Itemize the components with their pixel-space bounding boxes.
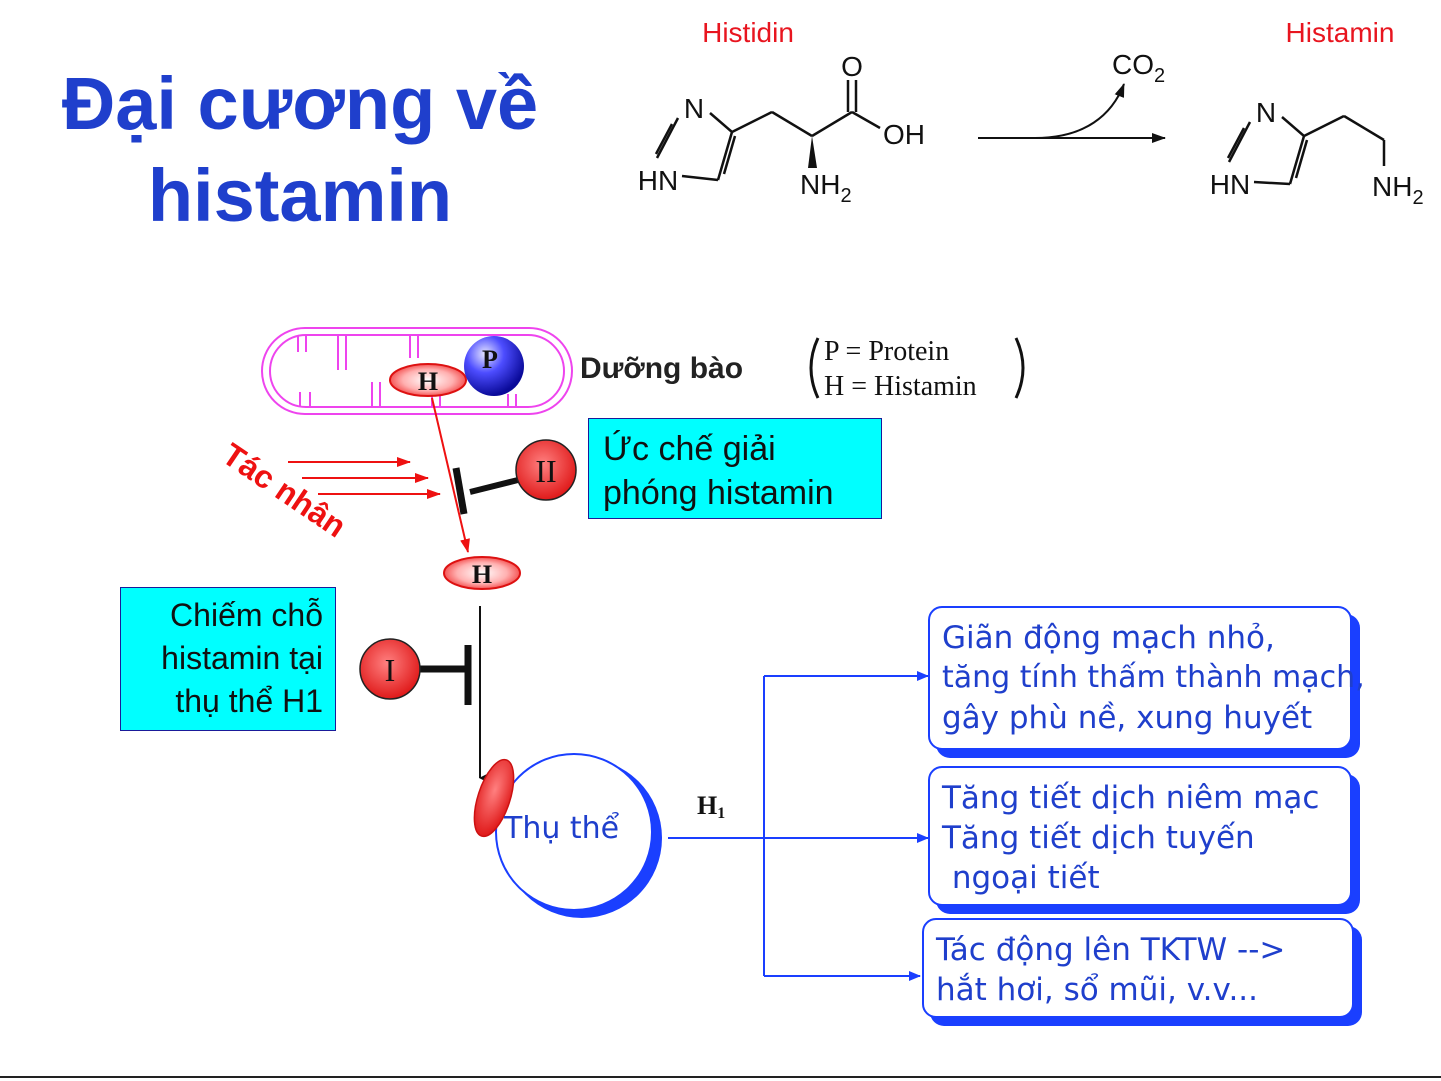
effect-1-line-2: tăng tính thấm thành mạch, [942,660,1365,695]
receptor-label: Thụ thể [503,810,620,846]
histidine-atom-hn: HN [638,165,678,196]
inhibitor-ii-marker: II [535,453,556,489]
histidine-atom-oh: OH [883,119,925,150]
effect-2-line-3: ngoại tiết [942,860,1100,896]
protein-sphere-label: P [482,345,498,374]
effect-box-vascular: Giãn động mạch nhỏ, tăng tính thấm thành… [928,606,1365,750]
histidine-atom-nh2: NH2 [800,169,852,207]
inhibitor-i-line-1: Chiếm chỗ [170,597,323,633]
agent-label: Tác nhân [216,436,353,544]
inhibitor-ii-description: Ức chế giải phóng histamin [588,418,882,519]
co2-release-arrow [1034,83,1125,139]
mast-cell-label: Dưỡng bào [580,352,743,385]
inhibitor-i-line-2: histamin tại [161,640,323,676]
effect-3-line-1: Tác động lên TKTW --> [936,932,1286,968]
reaction-scheme: Histidin Histamin N HN O OH NH2 CO2 [638,17,1424,209]
inhibitor-ii: II [452,439,577,515]
inhibitor-ii-line-2: phóng histamin [603,474,834,512]
receptor-cell: Thụ thể [473,753,662,918]
inhibitor-i-line-3: thụ thể H1 [175,683,323,719]
page-title: Đại cương về histamin [20,58,580,242]
title-line-1: Đại cương về [61,62,539,145]
inhibitor-i-description: Chiếm chỗ histamin tại thụ thể H1 [120,587,336,731]
histamine-granule-label: H [418,367,438,396]
histamine-granule [389,363,467,397]
protein-sphere [464,336,524,396]
released-histamine [443,556,521,590]
effect-box-cns: Tác động lên TKTW --> hắt hơi, sổ mũi, v… [922,918,1354,1018]
histidine-atom-o: O [841,51,863,82]
inhibitor-ii-line-1: Ức chế giải [603,430,776,468]
histamine-atom-hn: HN [1210,169,1250,200]
effect-2-line-1: Tăng tiết dịch niêm mạc [942,780,1320,816]
product-name: Histamin [1286,17,1395,48]
legend: P = Protein H = Histamin [809,336,1025,402]
h1-pathway-lines [668,671,929,981]
effect-3-line-2: hắt hơi, sổ mũi, v.v... [936,972,1259,1008]
inhibitor-i: I [359,638,472,705]
effect-box-secretion: Tăng tiết dịch niêm mạc Tăng tiết dịch t… [928,766,1352,906]
histidine-atom-n: N [684,93,704,124]
histamine-atom-nh2: NH2 [1372,171,1424,209]
legend-protein: P = Protein [824,336,949,367]
effect-1-line-3: gây phù nề, xung huyết [942,700,1313,736]
inhibitor-i-marker: I [385,652,396,688]
title-line-2: histamin [147,154,453,237]
byproduct-co2: CO2 [1112,49,1165,87]
legend-histamine: H = Histamin [824,371,977,402]
pathway-label-h1: H1 [697,791,725,822]
released-histamine-label: H [472,560,492,589]
effect-2-line-2: Tăng tiết dịch tuyến [942,820,1255,856]
agent-arrows [288,397,470,553]
slide-bottom-border [0,1076,1441,1078]
mast-cell: H P [261,327,573,415]
histamine-atom-n: N [1256,97,1276,128]
receptor-site [473,758,515,838]
histamine-structure [1226,114,1386,186]
reactant-name: Histidin [702,17,794,48]
effect-1-line-1: Giãn động mạch nhỏ, [942,620,1275,656]
histidine-structure [654,80,881,182]
